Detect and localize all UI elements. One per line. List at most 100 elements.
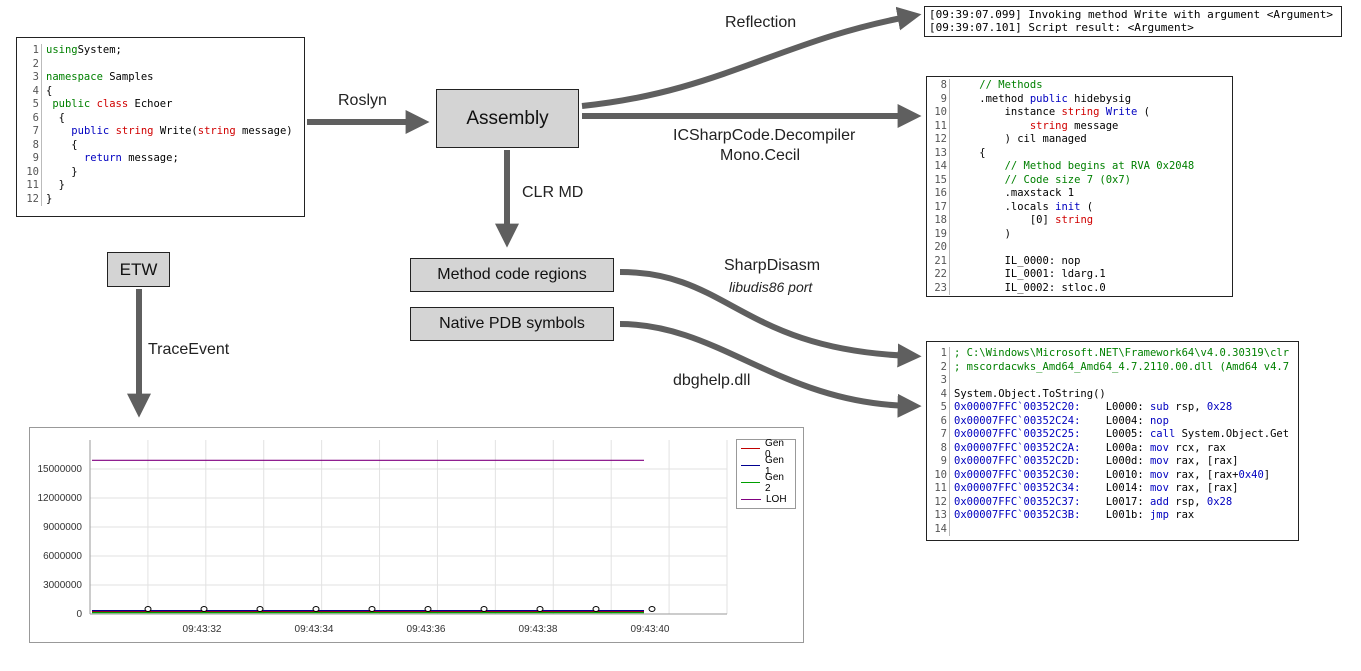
line-number: 7	[21, 125, 42, 139]
code-token: init	[1055, 200, 1081, 213]
code-token: IL_0001: ldarg.1	[954, 268, 1106, 280]
code-token: Samples	[102, 71, 154, 83]
cecil-label: Mono.Cecil	[720, 147, 801, 164]
code-token: 0x00007FFC`00352C30:	[954, 468, 1081, 481]
code-token: message	[1067, 119, 1119, 132]
line-number: 17	[929, 200, 950, 214]
code-line: 2; mscordacwks_Amd64_Amd64_4.7.2110.00.d…	[929, 360, 1298, 374]
legend-label: LOH	[766, 494, 787, 505]
line-number: 8	[929, 441, 950, 455]
line-number: 14	[929, 160, 950, 174]
code-token: string	[1055, 214, 1094, 226]
code-token: string	[1061, 106, 1100, 118]
legend-swatch	[741, 499, 761, 500]
code-token: 0x00007FFC`00352C3B:	[954, 509, 1081, 521]
code-token: message;	[121, 152, 179, 164]
code-line: 15 // Code size 7 (0x7)	[929, 173, 1232, 187]
code-token: 0x40	[1238, 468, 1264, 481]
code-token: rsp,	[1168, 401, 1207, 413]
code-token: L000a:	[1080, 441, 1150, 454]
code-line: 5 public class Echoer	[21, 98, 304, 112]
line-number: 1	[929, 347, 950, 361]
gc-event-marker	[648, 606, 656, 612]
line-number: 2	[21, 57, 42, 71]
etw-label: ETW	[119, 259, 158, 279]
code-token: L000d:	[1080, 455, 1150, 467]
reflection-arrow	[581, 6, 922, 109]
code-token: rax, [rax]	[1168, 482, 1239, 494]
code-token: 0x00007FFC`00352C25:	[954, 428, 1081, 440]
y-tick-label: 3000000	[43, 580, 82, 591]
code-token: )	[954, 227, 1011, 240]
code-line: 9 return message;	[21, 152, 304, 166]
dbghelp-label: dbghelp.dll	[673, 372, 751, 389]
code-token: Write(	[153, 125, 198, 137]
code-token: string	[1029, 119, 1068, 132]
code-token: namespace	[46, 71, 103, 83]
code-line: 2	[21, 57, 304, 71]
line-number: 10	[21, 165, 42, 179]
line-number: 12	[929, 133, 950, 147]
code-line: 18 [0] string	[929, 214, 1232, 228]
line-number: 11	[21, 179, 42, 193]
code-token: class	[96, 98, 129, 110]
legend-label: Gen 0	[765, 437, 784, 460]
code-line: 23 IL_0002: stloc.0	[929, 281, 1232, 295]
code-token: (	[1080, 200, 1094, 213]
gc-event-marker	[200, 606, 208, 612]
code-line: 12 ) cil managed	[929, 133, 1232, 147]
code-token: }	[46, 165, 78, 178]
line-number: 5	[21, 98, 42, 112]
code-token: rax, [rax]	[1168, 455, 1239, 467]
y-tick-label: 0	[76, 609, 82, 620]
code-token: System;	[77, 44, 122, 56]
code-token: {	[46, 84, 53, 97]
line-number: 21	[929, 254, 950, 268]
code-line: 11 }	[21, 179, 304, 193]
line-number: 15	[929, 173, 950, 187]
line-number: 12	[21, 192, 42, 206]
gc-event-marker	[592, 606, 600, 612]
reflection-log-panel: [09:39:07.099] Invoking method Write wit…	[924, 6, 1342, 37]
line-number: 4	[929, 387, 950, 401]
sharpdisasm-label: SharpDisasm	[724, 257, 821, 274]
code-token: 0x00007FFC`00352C24:	[954, 414, 1081, 427]
code-line: 9 .method public hidebysig	[929, 92, 1232, 106]
code-token: {	[46, 138, 78, 151]
gc-event-marker	[144, 606, 152, 612]
code-line: 7 public string Write(string message)	[21, 125, 304, 139]
code-line: 14 // Method begins at RVA 0x2048	[929, 160, 1232, 174]
native-pdb-symbols-label: Native PDB symbols	[439, 315, 585, 332]
code-token: ) cil managed	[954, 133, 1087, 145]
asm-code-panel: 1; C:\Windows\Microsoft.NET\Framework64\…	[926, 341, 1299, 541]
code-token: string	[115, 125, 154, 137]
code-token: using	[46, 44, 78, 56]
gc-event-marker	[536, 606, 544, 612]
line-number: 8	[929, 79, 950, 93]
log-line-1: [09:39:07.099] Invoking method Write wit…	[929, 8, 1333, 21]
code-token: System.Object.Get	[1175, 428, 1290, 440]
line-number: 9	[929, 455, 950, 469]
assembly-label: Assembly	[466, 107, 549, 129]
code-line: 21 IL_0000: nop	[929, 254, 1232, 268]
code-token: message)	[235, 125, 293, 137]
legend-label: Gen 2	[765, 471, 784, 494]
code-token: nop	[1149, 414, 1169, 427]
legend-item: Gen 1	[737, 455, 795, 477]
code-token: call	[1149, 428, 1176, 440]
code-line: 11 string message	[929, 119, 1232, 133]
line-number: 23	[929, 281, 950, 295]
code-token: mov	[1149, 455, 1169, 467]
code-token: instance	[954, 106, 1062, 118]
code-line: 16 .maxstack 1	[929, 187, 1232, 201]
code-line: 17 .locals init (	[929, 200, 1232, 214]
code-token: }	[46, 179, 65, 191]
code-token: public	[71, 125, 110, 137]
